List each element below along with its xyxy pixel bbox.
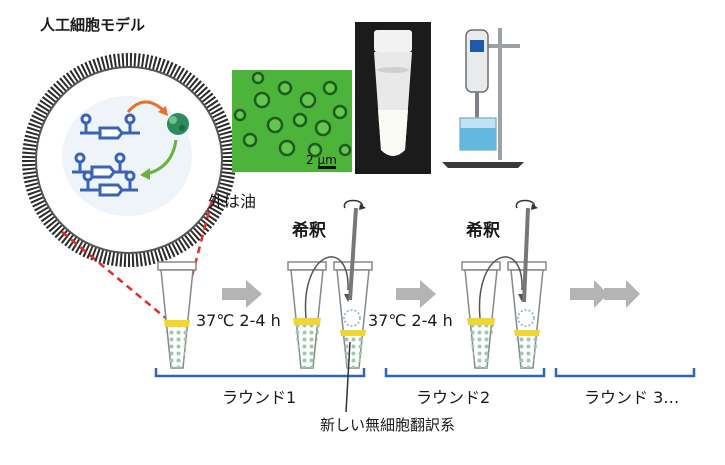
flow-arrow-icon <box>396 280 436 308</box>
flow-arrow-icon <box>570 280 640 308</box>
transfer-arrow <box>304 256 349 319</box>
tube-round1-a <box>287 261 327 369</box>
homogenizer-probe <box>343 199 366 301</box>
transfer-arrow <box>478 256 523 319</box>
incubation-label-1: 37℃ 2-4 h <box>196 311 281 330</box>
zoom-line <box>61 231 169 321</box>
round-label-3: ラウンド 3… <box>584 388 680 407</box>
protein-icon <box>167 113 189 135</box>
scale-bar-label: 2 μm <box>306 153 337 167</box>
round-bracket <box>154 368 696 378</box>
tube-round2-a <box>461 261 501 369</box>
round-label-1: ラウンド1 <box>222 388 297 407</box>
dna-construct <box>80 170 138 197</box>
tube-start <box>157 261 197 369</box>
translation-arrow <box>126 100 167 114</box>
flow-arrow-icon <box>222 280 262 308</box>
feedback-arrow <box>145 139 178 176</box>
oil-label: 外は油 <box>208 192 257 211</box>
new-system-label: 新しい無細胞翻訳系 <box>320 416 456 434</box>
microscope-image <box>232 70 352 172</box>
dna-construct <box>72 152 128 179</box>
zoom-line <box>178 199 214 323</box>
artificial-cell <box>22 53 236 267</box>
new-system-pointer <box>345 341 351 413</box>
cell-model-title: 人工細胞モデル <box>40 16 146 34</box>
round-label-2: ラウンド2 <box>416 388 491 407</box>
homogenizer-icon <box>442 28 524 168</box>
dna-construct <box>80 113 140 140</box>
incubation-label-2: 37℃ 2-4 h <box>368 311 453 330</box>
emulsion-tube-photo <box>355 22 431 174</box>
dilute-label-1: 希釈 <box>292 221 326 241</box>
homogenizer-probe <box>515 199 538 303</box>
dilute-label-2: 希釈 <box>466 221 500 241</box>
